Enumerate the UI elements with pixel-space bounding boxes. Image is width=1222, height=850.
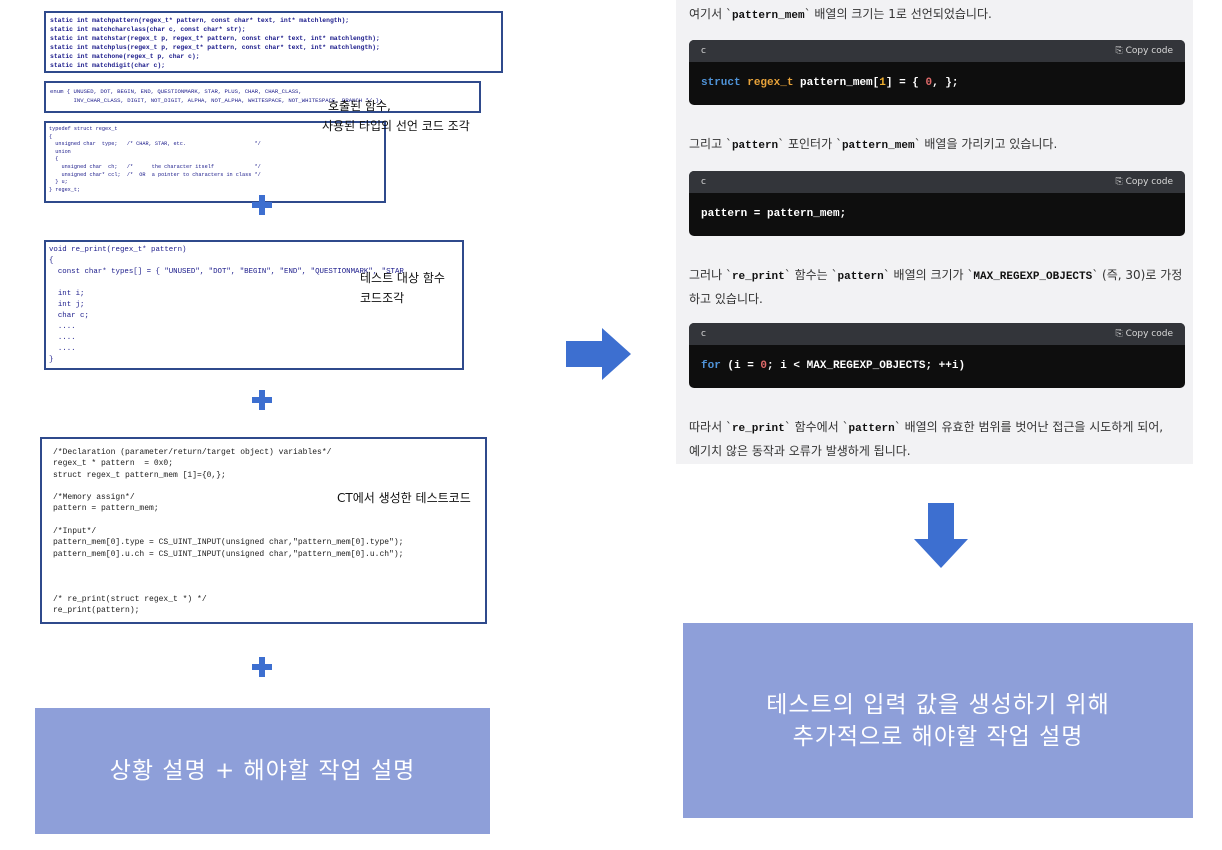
enum-code-box: enum { UNUSED, DOT, BEGIN, END, QUESTION… — [44, 81, 481, 113]
struct-code: typedef struct regex_t { unsigned char t… — [49, 126, 261, 193]
copy-code-button-3[interactable]: ⎘ Copy code — [1115, 329, 1173, 339]
chat-response-panel: 여기서 `pattern_mem` 배열의 크기는 1로 선언되었습니다. c … — [676, 0, 1193, 464]
struct-code-box: typedef struct regex_t { unsigned char t… — [44, 121, 386, 203]
situation-task-box: 상황 설명 + 해야할 작업 설명 — [35, 708, 490, 834]
code-block-3-body: for (i = 0; i < MAX_REGEXP_OBJECTS; ++i) — [701, 360, 966, 372]
chat-paragraph-2: 그리고 `pattern` 포인터가 `pattern_mem` 배열을 가리키… — [689, 137, 1058, 152]
chat-paragraph-1: 여기서 `pattern_mem` 배열의 크기는 1로 선언되었습니다. — [689, 7, 992, 22]
target-function-note-line1: 테스트 대상 함수 — [360, 271, 445, 285]
code-block-3-lang: c — [701, 329, 706, 339]
code-block-3-header: c ⎘ Copy code — [689, 323, 1185, 345]
clipboard-icon: ⎘ — [1115, 46, 1123, 56]
declaration-snippet-note-line2: 사용된 타입의 선언 코드 조각 — [322, 119, 470, 133]
generated-test-code: /*Declaration (parameter/return/target o… — [53, 448, 404, 616]
code-block-2-body: pattern = pattern_mem; — [701, 208, 847, 220]
target-function-code: void re_print(regex_t* pattern) { const … — [49, 246, 404, 364]
declarations-code-box: static int matchpattern(regex_t* pattern… — [44, 11, 503, 73]
target-function-note-line2: 코드조각 — [360, 291, 405, 305]
code-block-3: c ⎘ Copy code for (i = 0; i < MAX_REGEXP… — [689, 323, 1185, 388]
additional-task-line2: 추가적으로 해야할 작업 설명 — [792, 723, 1084, 750]
declaration-snippet-note: 호출된 함수, 사용된 타입의 선언 코드 조각 — [322, 96, 470, 136]
clipboard-icon: ⎘ — [1115, 329, 1123, 339]
declarations-code: static int matchpattern(regex_t* pattern… — [50, 17, 380, 69]
code-block-1-header: c ⎘ Copy code — [689, 40, 1185, 62]
down-arrow-icon — [914, 503, 968, 568]
generated-test-code-box: /*Declaration (parameter/return/target o… — [40, 437, 487, 624]
code-block-2-header: c ⎘ Copy code — [689, 171, 1185, 193]
target-function-note: 테스트 대상 함수 코드조각 — [360, 268, 445, 308]
clipboard-icon: ⎘ — [1115, 177, 1123, 187]
copy-code-button-1[interactable]: ⎘ Copy code — [1115, 46, 1173, 56]
plus-icon-2 — [252, 390, 272, 410]
code-block-2: c ⎘ Copy code pattern = pattern_mem; — [689, 171, 1185, 236]
additional-task-box: 테스트의 입력 값을 생성하기 위해 추가적으로 해야할 작업 설명 — [683, 623, 1193, 818]
code-block-1-body: struct regex_t pattern_mem[1] = { 0, }; — [701, 77, 959, 89]
generated-test-note: CT에서 생성한 테스트코드 — [337, 491, 471, 505]
code-block-1-lang: c — [701, 46, 706, 56]
target-function-code-box: void re_print(regex_t* pattern) { const … — [44, 240, 464, 370]
enum-code: enum { UNUSED, DOT, BEGIN, END, QUESTION… — [50, 88, 383, 104]
code-block-2-lang: c — [701, 177, 706, 187]
plus-icon-3 — [252, 657, 272, 677]
code-block-1: c ⎘ Copy code struct regex_t pattern_mem… — [689, 40, 1185, 105]
chat-paragraph-3: 그러나 `re_print` 함수는 `pattern` 배열의 크기가 `MA… — [689, 268, 1183, 306]
plus-icon-1 — [252, 195, 272, 215]
additional-task-line1: 테스트의 입력 값을 생성하기 위해 — [766, 691, 1110, 718]
right-arrow-icon — [566, 328, 631, 380]
declaration-snippet-note-line1: 호출된 함수, — [328, 99, 391, 113]
chat-paragraph-4: 따라서 `re_print` 함수에서 `pattern` 배열의 유효한 범위… — [689, 420, 1164, 458]
situation-task-label: 상황 설명 + 해야할 작업 설명 — [109, 758, 416, 784]
copy-code-button-2[interactable]: ⎘ Copy code — [1115, 177, 1173, 187]
